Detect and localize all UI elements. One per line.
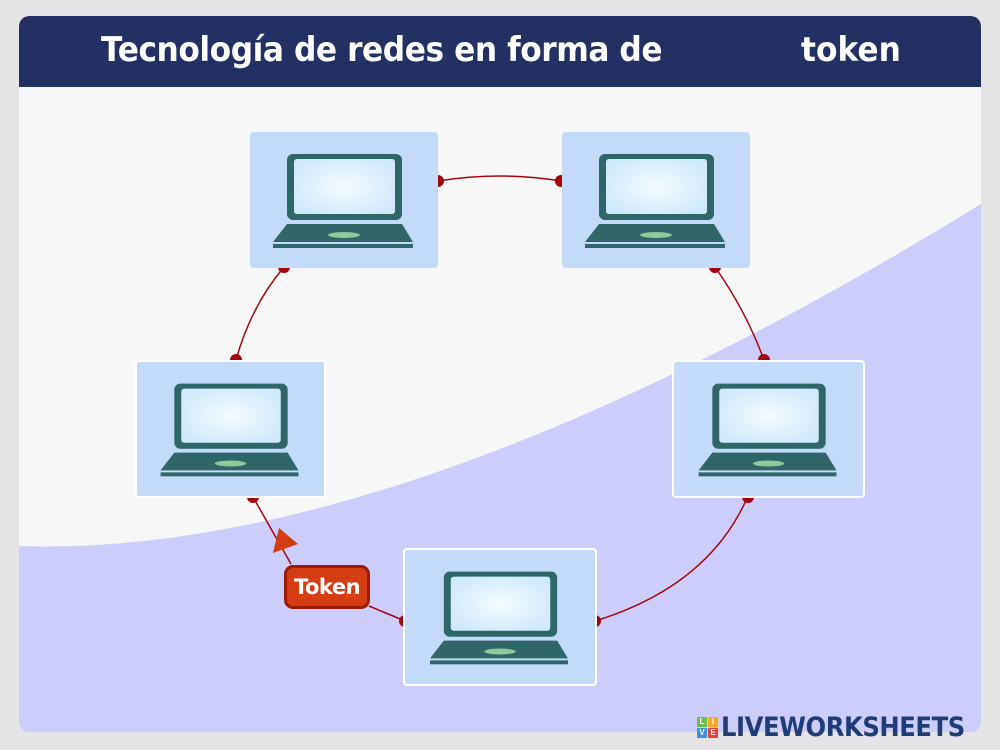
- title-bar: Tecnología de redes en forma de token: [19, 16, 981, 87]
- node-pc-right: [672, 360, 865, 498]
- slide: Tecnología de redes en forma de token: [19, 16, 981, 732]
- liveworksheets-brand[interactable]: L I V E LIVEWORKSHEETS: [697, 712, 992, 743]
- laptop-icon: [585, 154, 725, 248]
- link-left: [235, 266, 285, 361]
- token-arrow-icon: [273, 528, 298, 553]
- brand-name: LIVEWORKSHEETS: [721, 712, 965, 743]
- link-bottom-token: [368, 605, 406, 622]
- laptop-icon: [160, 383, 299, 477]
- node-pc-bottom: [403, 548, 597, 686]
- liveworksheets-logo-icon: L I V E: [697, 717, 718, 738]
- node-pc-left: [135, 360, 326, 498]
- title-text: Tecnología de redes en forma de: [101, 30, 663, 70]
- link-top: [437, 175, 562, 182]
- link-token-left: [252, 496, 292, 565]
- laptop-icon: [430, 571, 568, 665]
- token-badge: Token: [284, 565, 370, 609]
- title-text-token: token: [801, 30, 901, 70]
- token-label: Token: [293, 575, 361, 599]
- node-pc-top-right: [562, 132, 750, 268]
- laptop-icon: [698, 383, 837, 477]
- link-top-right: [714, 266, 765, 361]
- node-pc-top-left: [250, 132, 438, 268]
- link-bottom-right: [594, 495, 749, 622]
- laptop-icon: [273, 154, 413, 248]
